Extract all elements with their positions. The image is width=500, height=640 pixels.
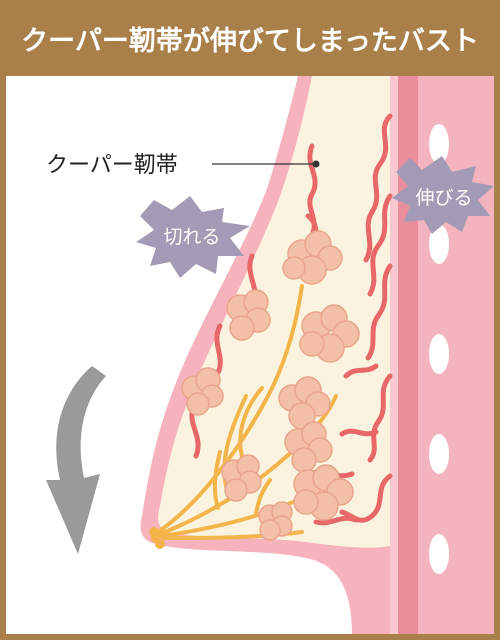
gland-cluster-8 — [293, 464, 354, 521]
cooper-ligaments — [189, 113, 393, 526]
duct-1 — [156, 284, 304, 534]
ligament-12 — [339, 428, 379, 437]
duct-7 — [212, 450, 222, 510]
gland-cluster-6 — [284, 421, 333, 473]
page-title: クーパー靭帯が伸びてしまったバスト — [21, 25, 479, 57]
label-stretched: 伸びる — [415, 187, 472, 209]
diagram-canvas: クーパー靭帯 切れる 伸びる — [6, 76, 494, 634]
duct-tip-3 — [155, 539, 165, 549]
ligament-4 — [367, 373, 393, 463]
gland-cluster-2 — [226, 289, 271, 341]
rib-1 — [429, 124, 449, 164]
rib-4 — [429, 434, 449, 474]
ligament-9 — [213, 323, 223, 379]
down-curved-arrow-icon — [46, 366, 106, 554]
leader-dot — [312, 160, 320, 168]
burst-badge-icon — [136, 196, 250, 278]
gland-cluster-4 — [181, 367, 224, 416]
ligament-1 — [363, 113, 393, 263]
ligament-14 — [313, 515, 359, 526]
duct-tips — [149, 527, 165, 549]
rib-3 — [429, 334, 449, 374]
duct-8 — [254, 478, 272, 516]
breast-diagram: クーパー靭帯 切れる 伸びる — [46, 76, 494, 634]
chest-wall-inner — [398, 76, 418, 634]
ligament-2 — [367, 193, 393, 297]
label-torn: 切れる — [163, 226, 220, 248]
ligament-11 — [343, 363, 379, 379]
mammary-glands — [181, 230, 360, 541]
milk-ducts — [156, 284, 338, 540]
gland-cluster-3 — [299, 304, 360, 363]
ligament-3 — [365, 263, 393, 361]
breast-tissue — [158, 76, 390, 548]
burst-badge-icon — [392, 156, 494, 234]
label-cooper-ligament: クーパー靭帯 — [46, 153, 178, 178]
duct-2 — [158, 394, 338, 536]
gland-cluster-1 — [282, 230, 343, 285]
gland-cluster-9 — [258, 501, 293, 541]
rib-2 — [429, 224, 449, 264]
rib-5 — [429, 534, 449, 574]
duct-6 — [238, 386, 264, 458]
gland-cluster-7 — [221, 454, 262, 502]
